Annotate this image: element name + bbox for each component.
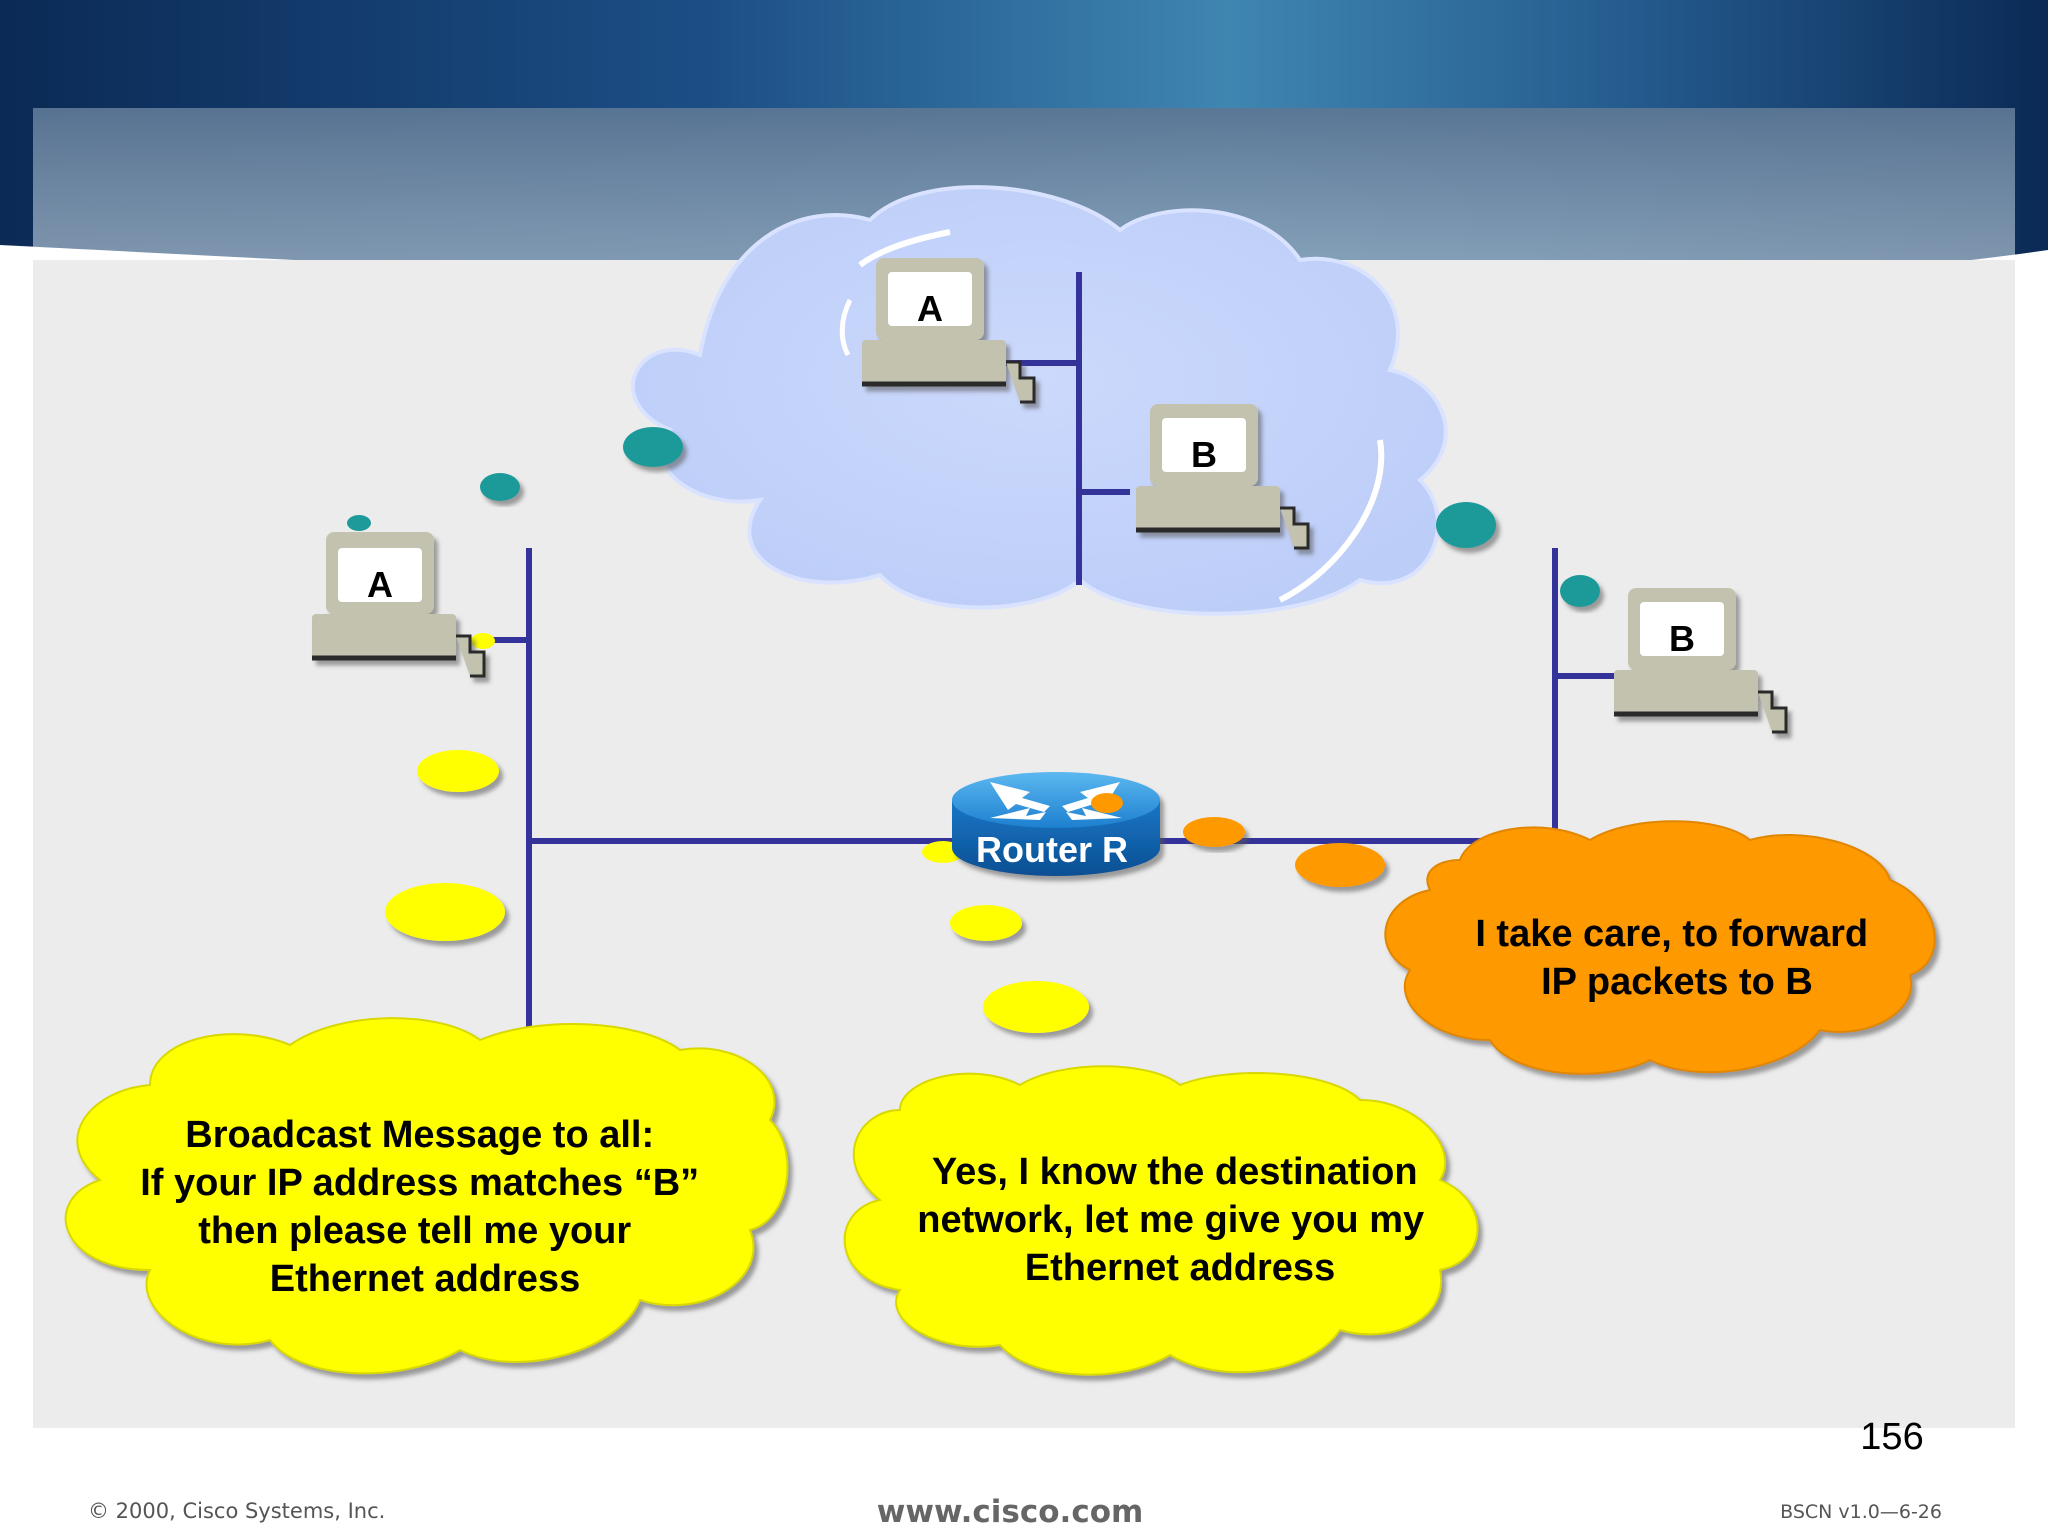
broadcast-line-1: Broadcast Message to all: xyxy=(185,1114,654,1156)
reply-line-1: Yes, I know the destination xyxy=(932,1151,1418,1193)
website-text: www.cisco.com xyxy=(877,1494,1144,1530)
computer-local-a: A xyxy=(312,532,486,678)
forward-line-2: IP packets to B xyxy=(1541,961,1813,1003)
course-code: BSCN v1.0—6-26 xyxy=(1780,1501,1942,1523)
copyright-text: © 2000, Cisco Systems, Inc. xyxy=(88,1499,385,1523)
yellow-message-dots xyxy=(385,633,1089,1033)
computer-remote-a: A xyxy=(862,258,1036,404)
router-reply-bubble: Yes, I know the destination network, let… xyxy=(843,1065,1479,1376)
local-a-label: A xyxy=(367,564,393,605)
broadcast-line-3: then please tell me your xyxy=(198,1210,631,1252)
reply-line-2: network, let me give you my xyxy=(917,1199,1424,1241)
remote-a-label: A xyxy=(917,288,943,329)
broadcast-line-2: If your IP address matches “B” xyxy=(140,1162,699,1204)
computer-local-b: B xyxy=(1614,588,1788,734)
svg-text:Yes, I know the destination: Yes, I know the destination network, let… xyxy=(917,1151,1434,1289)
orange-message-dots xyxy=(1183,817,1385,887)
computer-remote-b: B xyxy=(1136,404,1310,550)
forward-line-1: I take care, to forward xyxy=(1475,913,1868,955)
local-b-label: B xyxy=(1669,618,1695,659)
remote-b-label: B xyxy=(1191,434,1217,475)
broadcast-message-bubble: Broadcast Message to all: If your IP add… xyxy=(64,1017,789,1375)
svg-text:I take care, to forward: I take care, to forward IP packets to B xyxy=(1475,913,1878,1003)
forward-bubble: I take care, to forward IP packets to B xyxy=(1384,820,1936,1075)
reply-line-3: Ethernet address xyxy=(1025,1247,1335,1289)
broadcast-line-4: Ethernet address xyxy=(270,1258,580,1300)
teal-thought-dots xyxy=(347,427,1600,607)
router-label: Router R xyxy=(976,829,1128,870)
slide-footer: 156 © 2000, Cisco Systems, Inc. www.cisc… xyxy=(0,1416,2048,1536)
router-r: Router R xyxy=(952,772,1160,876)
svg-text:Broadcast Message to all:: Broadcast Message to all: If your IP add… xyxy=(140,1114,710,1300)
page-number: 156 xyxy=(1860,1416,1923,1458)
